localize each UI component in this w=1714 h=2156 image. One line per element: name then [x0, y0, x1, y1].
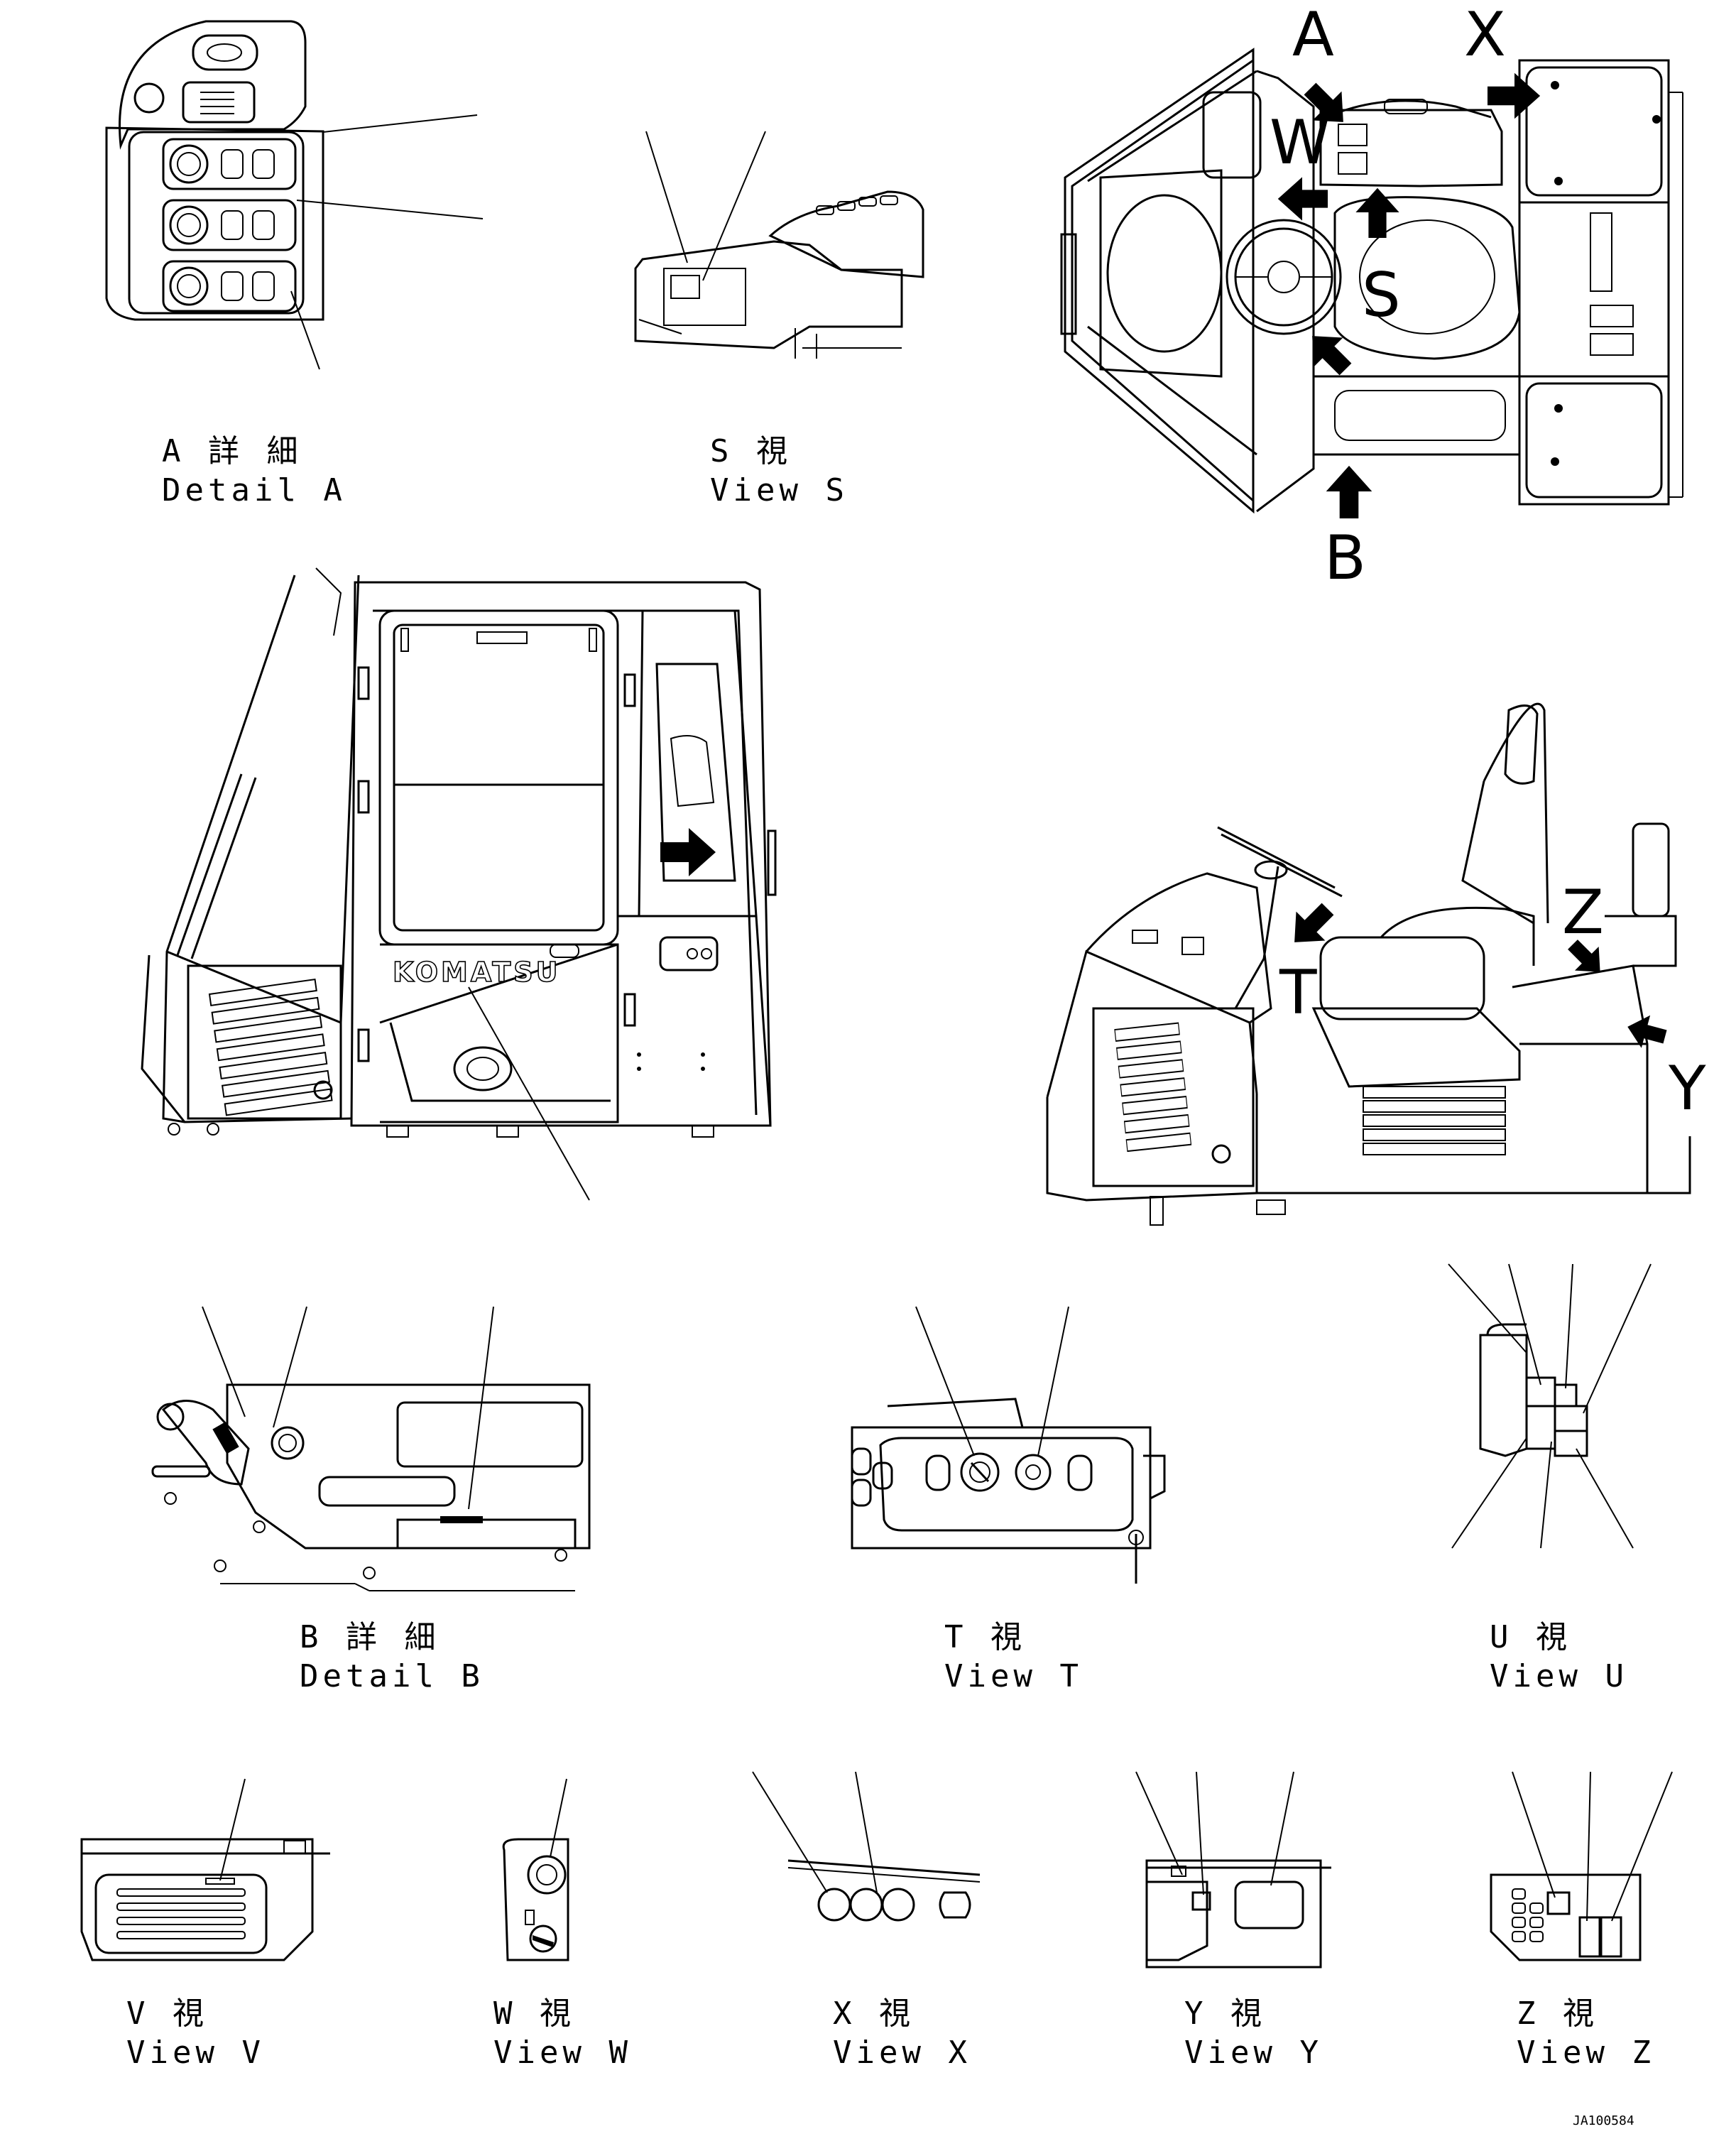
caption-en: Detail A — [162, 472, 346, 508]
cab-leader-line — [468, 986, 590, 1201]
view-x-drawing — [752, 1771, 981, 1922]
switch-row-2 — [162, 199, 297, 251]
caption-jp: U 視 — [1490, 1619, 1571, 1655]
caption-view-t: T 視 View T — [944, 1619, 1083, 1694]
caption-jp: Z 視 — [1517, 1996, 1598, 2032]
caption-jp: S 視 — [710, 433, 792, 469]
view-w-leader-line — [550, 1778, 567, 1858]
caption-view-w: W 視 View W — [493, 1996, 632, 2071]
view-letter-x: X — [1464, 0, 1506, 70]
caption-en: View T — [944, 1658, 1083, 1694]
view-v-drawing — [80, 1778, 330, 1961]
cab-brand-text: KOMATSU — [393, 957, 560, 988]
view-t-drawing — [851, 1306, 1166, 1584]
caption-en: View S — [710, 472, 848, 508]
caption-view-v: V 視 View V — [126, 1996, 265, 2071]
view-letter-z: Z — [1562, 877, 1604, 948]
switch-row-1 — [162, 138, 297, 190]
view-letter-w: W — [1270, 107, 1330, 178]
view-letter-b: B — [1324, 523, 1366, 594]
caption-detail-a: A 詳 細 Detail A — [162, 433, 346, 508]
arrow-v-icon — [1297, 321, 1360, 384]
caption-en: View X — [833, 2035, 971, 2071]
operator-station-side-view: T Z Y — [1046, 702, 1706, 1226]
view-z-drawing — [1490, 1771, 1673, 1961]
arrow-x-icon — [1488, 72, 1541, 119]
view-y-drawing — [1135, 1771, 1331, 1969]
caption-view-s: S 視 View S — [710, 433, 848, 508]
caption-jp: A 詳 細 — [162, 433, 302, 469]
caption-view-u: U 視 View U — [1490, 1619, 1628, 1694]
arrow-t-icon — [1279, 894, 1343, 957]
detail-a-drawing — [105, 20, 484, 370]
view-s-drawing — [634, 131, 924, 359]
view-u-leader-lines — [1448, 1263, 1652, 1549]
caption-jp: V 視 — [126, 1996, 208, 2032]
view-v-leader-line — [219, 1778, 246, 1881]
steering-wheel — [1226, 219, 1342, 335]
steering-wheel-side — [1217, 826, 1343, 1009]
switch-row-3 — [162, 260, 297, 312]
arrow-s-icon — [1355, 187, 1399, 238]
view-x-leader-lines — [752, 1771, 878, 1893]
caption-en: View Z — [1517, 2035, 1655, 2071]
detail-a-leader-lines — [290, 114, 484, 370]
detail-b-leader-lines — [202, 1306, 494, 1510]
caption-jp: W 視 — [493, 1996, 575, 2032]
caption-jp: T 視 — [944, 1619, 1026, 1655]
caption-view-z: Z 視 View Z — [1517, 1996, 1655, 2071]
caption-jp: X 視 — [833, 1996, 915, 2032]
view-s-leader-lines — [645, 131, 766, 281]
caption-en: View Y — [1184, 2035, 1323, 2071]
detail-b-drawing — [151, 1306, 591, 1591]
caption-en: Detail B — [300, 1658, 484, 1694]
view-y-leader-lines — [1135, 1771, 1294, 1895]
caption-en: View W — [493, 2035, 632, 2071]
view-w-drawing — [502, 1778, 569, 1961]
caption-en: View U — [1490, 1658, 1628, 1694]
document-number: JA100584 — [1573, 2113, 1634, 2128]
caption-detail-b: B 詳 細 Detail B — [300, 1619, 484, 1694]
arrow-b-icon — [1326, 465, 1372, 518]
caption-view-x: X 視 View X — [833, 1996, 971, 2071]
view-letter-y: Y — [1668, 1053, 1706, 1124]
arrow-u-icon — [660, 828, 716, 876]
caption-jp: Y 視 — [1184, 1996, 1266, 2032]
cab-side-elevation: KOMATSU — [141, 567, 777, 1201]
caption-jp: B 詳 細 — [300, 1619, 440, 1655]
detail-b-label-marks — [212, 1422, 483, 1523]
view-z-leader-lines — [1512, 1771, 1673, 1922]
view-letter-s: S — [1362, 260, 1401, 331]
view-letter-a: A — [1292, 0, 1334, 70]
view-u-drawing — [1448, 1263, 1652, 1549]
view-t-leader-lines — [915, 1306, 1069, 1457]
caption-view-y: Y 視 View Y — [1184, 1996, 1323, 2071]
cab-floor-plan-view: A X W S B — [1060, 0, 1683, 594]
caption-en: View V — [126, 2035, 265, 2071]
view-letter-t: T — [1279, 957, 1317, 1028]
